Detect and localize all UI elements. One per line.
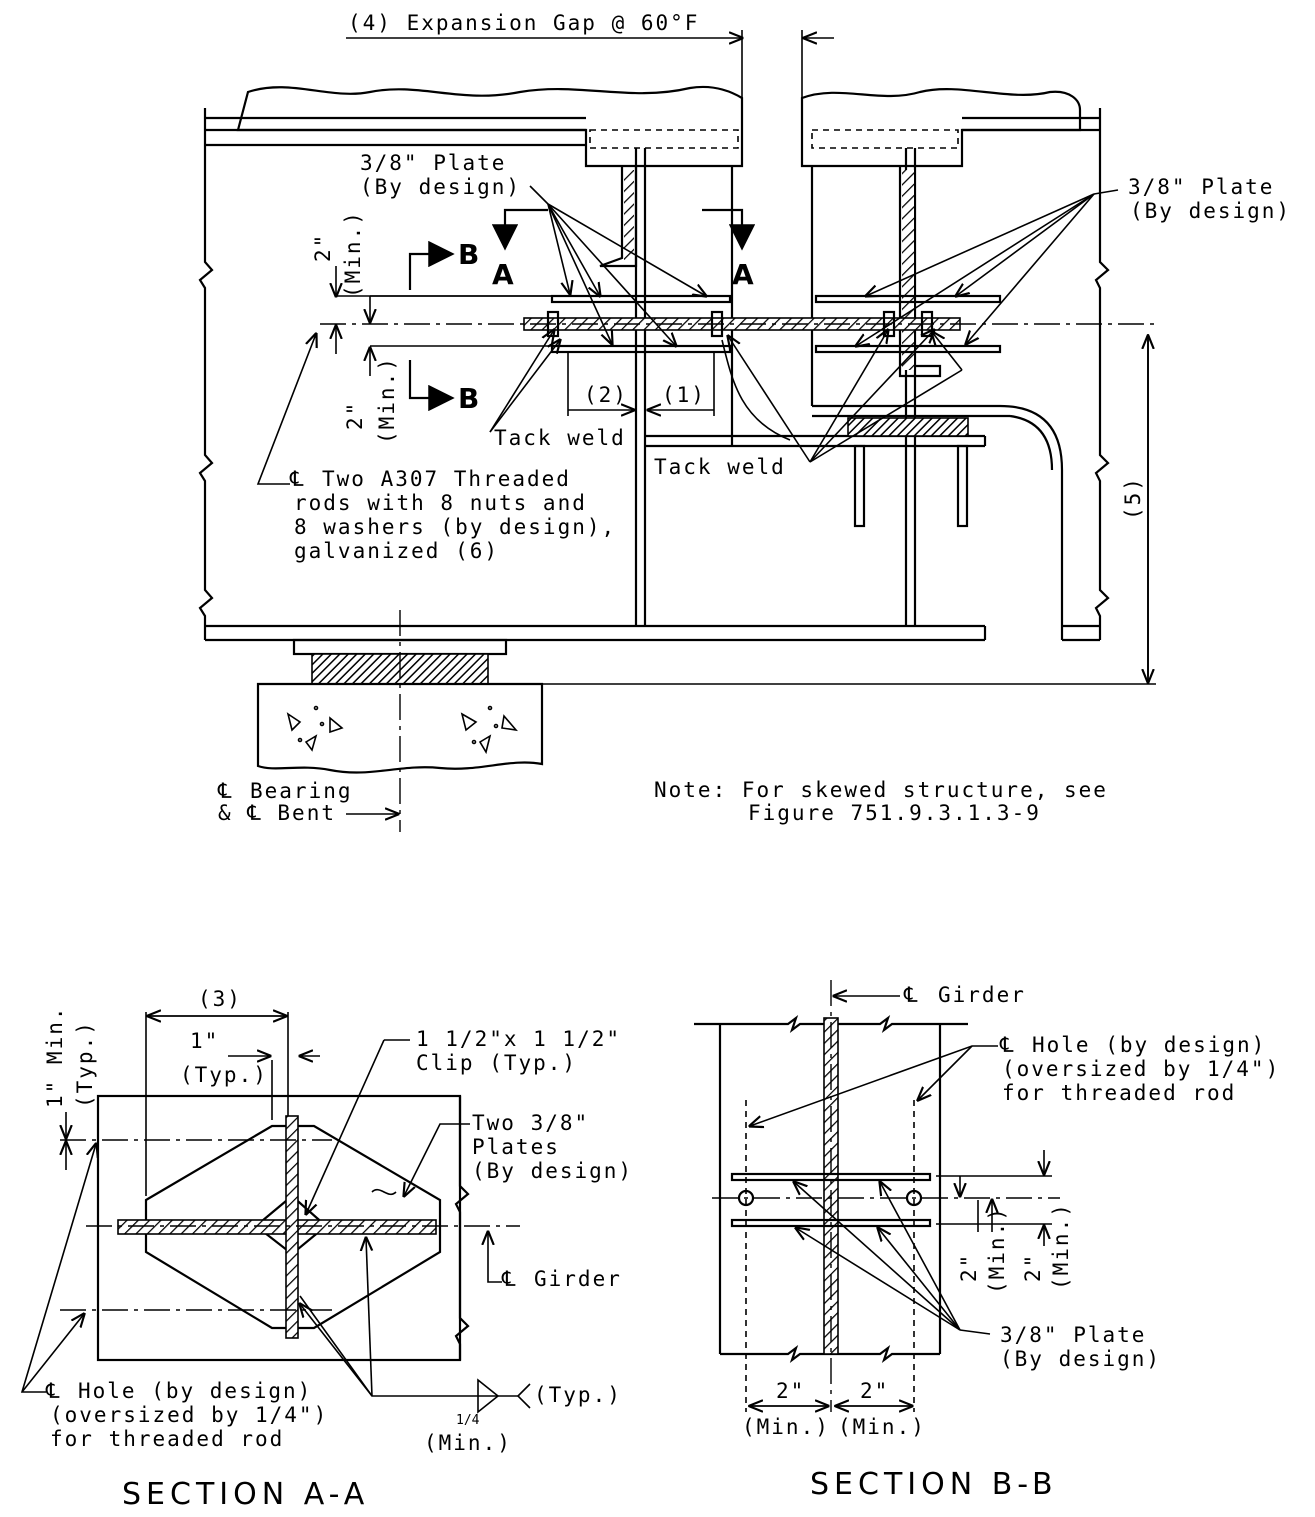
bearing-pad-mid (847, 417, 969, 437)
section-b-bottom: B (458, 382, 479, 415)
bb-hole-line1: Hole (by design) (1032, 1033, 1266, 1057)
rod-callout-line2: rods with 8 nuts and (294, 491, 587, 515)
aa-hole-line3: for threaded rod (50, 1427, 284, 1451)
plate-leaders-left (529, 185, 706, 346)
deck-slab-left (236, 85, 744, 168)
bb-plate-line1: 3/8" Plate (1000, 1323, 1146, 1347)
top-flange-left-dashed (589, 129, 739, 149)
aa-clip-line1: 1 1/2"x 1 1/2" (416, 1027, 621, 1051)
concrete-aggregate (286, 705, 518, 755)
rod-callout-line3: 8 washers (by design), (294, 515, 616, 539)
aa-plate-hatch-v (285, 1115, 299, 1339)
tack-weld-right: Tack weld (654, 455, 786, 479)
plate-left-bot (550, 344, 732, 354)
aa-min-value: 1" Min. (43, 1005, 67, 1108)
aa-weld-min: (Min.) (424, 1431, 512, 1455)
plate-right-top (814, 294, 1002, 304)
aa-weld-size: 1/4 (456, 1413, 480, 1428)
bb-centerline-symbol: ℄ (903, 983, 919, 1007)
aa-hole-line1: Hole (by design) (78, 1379, 312, 1403)
tack-weld-left: Tack weld (494, 426, 626, 450)
bb-bottom-right-value: 2" (860, 1379, 889, 1403)
bb-min-2a-label: (Min.) (985, 1206, 1009, 1294)
bb-hole-symbol: ℄ (999, 1033, 1015, 1057)
aa-clip-line2: Clip (Typ.) (416, 1051, 577, 1075)
centerline-symbol-bearing: ℄ (217, 779, 233, 803)
plate-left-top (550, 294, 732, 304)
tack-weld-leaders (489, 330, 963, 463)
aa-centerline-symbol: ℄ (501, 1267, 517, 1291)
aa-plates-line3: (By design) (472, 1159, 633, 1183)
note-line1: Note: For skewed structure, see (654, 778, 1108, 802)
aa-min-label: (Typ.) (73, 1020, 97, 1108)
min-top-value: 2" (311, 233, 335, 262)
bb-min-2a-value: 2" (957, 1253, 981, 1282)
section-bb-title: SECTION B-B (810, 1467, 1058, 1502)
aa-1in-label: (Typ.) (180, 1063, 268, 1087)
min-bottom-value: 2" (343, 401, 367, 430)
section-a-left: A (492, 258, 514, 291)
plate-right-line2: (By design) (1130, 199, 1291, 223)
angle-right (898, 166, 942, 378)
plate-right-bot (814, 344, 1002, 354)
bb-hole-line3: for threaded rod (1002, 1081, 1236, 1105)
aa-1in-value: 1" (190, 1029, 219, 1053)
bb-hole-line2: (oversized by 1/4") (1002, 1057, 1280, 1081)
note-line2: Figure 751.9.3.1.3-9 (748, 801, 1041, 825)
section-b-top: B (458, 238, 479, 271)
aa-hole-symbol: ℄ (45, 1379, 61, 1403)
aa-plate-hatch-h (117, 1219, 437, 1235)
aa-weld-typ: (Typ.) (534, 1383, 622, 1407)
section-aa-view: (3) 1" (Typ.) 1" Min. (Typ.) 1 1/2"x 1 1… (20, 987, 633, 1512)
min-top-label: (Min.) (341, 210, 365, 298)
angle-left (599, 166, 638, 268)
aa-dim-3: (3) (198, 987, 242, 1011)
rod-callout-line1: Two A307 Threaded (322, 467, 571, 491)
weld-fillet-symbol (477, 1378, 500, 1414)
bb-bottom-right-label: (Min.) (838, 1415, 926, 1439)
bearing-label-line1: Bearing (250, 779, 353, 803)
bb-min-2b-label: (Min.) (1049, 1202, 1073, 1290)
expansion-gap-label: (4) Expansion Gap @ 60°F (348, 11, 699, 35)
aa-girder-label: Girder (534, 1267, 622, 1291)
plate-left-line1: 3/8" Plate (360, 151, 506, 175)
aa-plates-line2: Plates (472, 1135, 560, 1159)
section-bb-view: ℄ Girder ℄ Hole (by design) (oversized b… (694, 980, 1280, 1502)
centerline-symbol-rod: ℄ (289, 467, 305, 491)
bb-girder-label: Girder (938, 983, 1026, 1007)
aa-hole-line2: (oversized by 1/4") (50, 1403, 328, 1427)
bearing-label-line2: & ℄ Bent (218, 801, 336, 825)
bb-bottom-left-value: 2" (776, 1379, 805, 1403)
dim-2: (2) (584, 383, 628, 407)
bb-web-hatch (823, 1017, 839, 1355)
aa-plates-line1: Two 3/8" (472, 1111, 589, 1135)
deck-slab-right (800, 88, 1082, 168)
rod-callout-line4: galvanized (6) (294, 539, 499, 563)
plate-leaders-right (856, 189, 1119, 346)
dim-5: (5) (1121, 476, 1145, 520)
section-a-right: A (732, 258, 754, 291)
elevation-view: A A B B 2" (Min.) 2" (Min.) (2) (1) (4) … (198, 11, 1291, 832)
dim-1: (1) (662, 383, 706, 407)
bb-plate-line2: (By design) (1000, 1347, 1161, 1371)
plate-right-line1: 3/8" Plate (1128, 175, 1274, 199)
bb-min-2b-value: 2" (1021, 1253, 1045, 1282)
section-aa-title: SECTION A-A (122, 1477, 369, 1512)
min-bottom-label: (Min.) (375, 356, 399, 444)
bb-bottom-left-label: (Min.) (742, 1415, 830, 1439)
plate-left-line2: (By design) (360, 175, 521, 199)
top-flange-right-dashed (811, 129, 959, 149)
